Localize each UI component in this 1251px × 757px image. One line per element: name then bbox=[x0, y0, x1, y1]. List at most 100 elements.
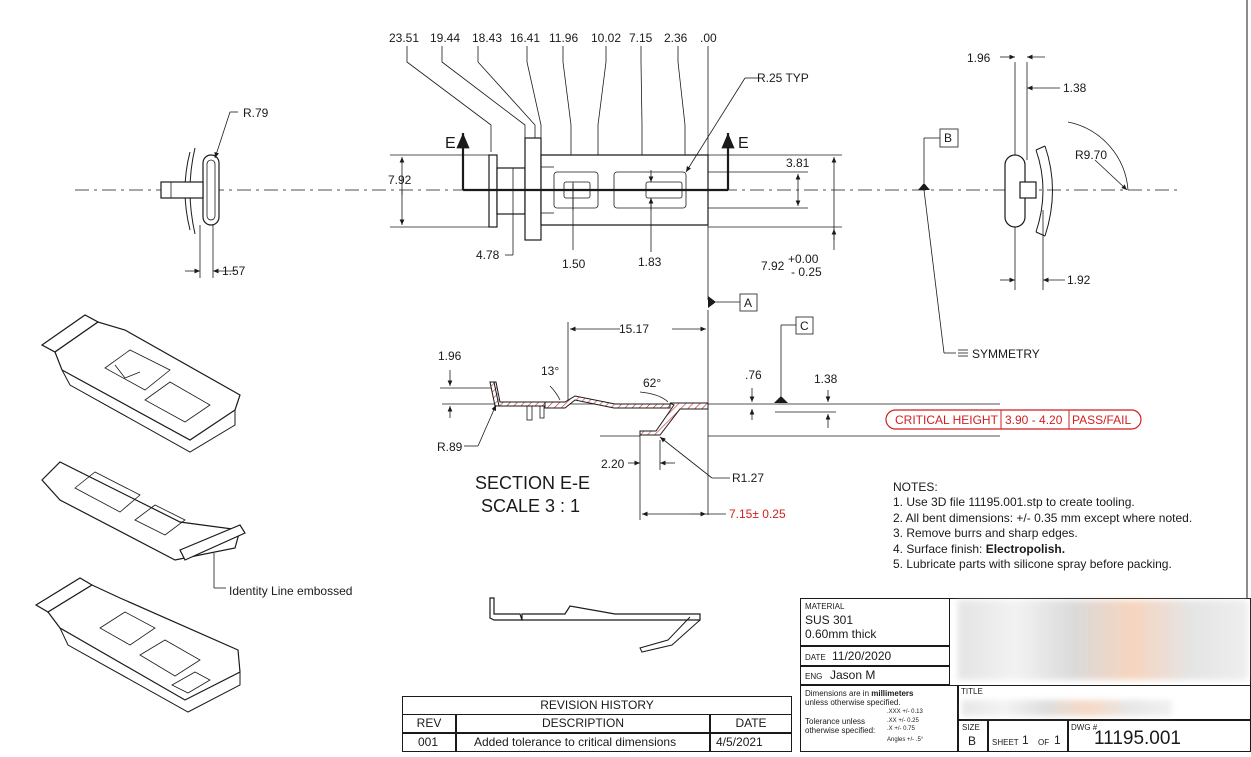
tol-plus: +0.00 bbox=[788, 252, 819, 266]
redacted-company-logo bbox=[958, 600, 1248, 680]
r89-label: R.89 bbox=[437, 440, 463, 454]
top-dim: 23.51 bbox=[389, 31, 419, 45]
identity-line-label: Identity Line embossed bbox=[229, 584, 352, 598]
isometric-view-top bbox=[40, 314, 241, 453]
datum-a: A bbox=[744, 296, 752, 310]
symmetry-label: SYMMETRY bbox=[972, 347, 1040, 361]
note-item: 5. Lubricate parts with silicone spray b… bbox=[893, 557, 1172, 571]
r25-label: R.25 TYP bbox=[757, 71, 809, 85]
note-item: 4. Surface finish: Electropolish. bbox=[893, 542, 1065, 556]
redacted-title bbox=[962, 700, 1172, 716]
top-dim: 10.02 bbox=[591, 31, 621, 45]
critical-height-callout bbox=[885, 409, 1142, 430]
critical-pass-fail: PASS/FAIL bbox=[1072, 413, 1131, 427]
material-value: SUS 301 bbox=[805, 613, 854, 627]
datum-b-box bbox=[939, 128, 959, 148]
section-marker-left: E bbox=[445, 135, 456, 152]
top-dim: 19.44 bbox=[430, 31, 460, 45]
dwg-label: DWG # bbox=[1071, 723, 1098, 732]
r127-label: R1.27 bbox=[732, 471, 764, 485]
date-cell bbox=[800, 646, 950, 666]
angle-62: 62° bbox=[643, 376, 661, 390]
material-cell bbox=[800, 598, 950, 646]
isometric-view-middle bbox=[41, 461, 246, 589]
dim-1-38-right: 1.38 bbox=[1063, 81, 1087, 95]
dwg-number: 11195.001 bbox=[1094, 728, 1181, 749]
dim-7-15-tolerance: 7.15± 0.25 bbox=[729, 507, 786, 521]
units-text: Dimensions are in millimeters bbox=[805, 689, 914, 698]
r970-label: R9.70 bbox=[1075, 148, 1107, 162]
section-title: SECTION E-E bbox=[475, 473, 590, 493]
thickness-value: 0.60mm thick bbox=[805, 627, 877, 641]
dim-1-50: 1.50 bbox=[562, 257, 586, 271]
rev-cell: 001 bbox=[418, 735, 439, 749]
section-e-e bbox=[440, 310, 1000, 520]
tolerance-label: Tolerance unless otherwise specified: bbox=[805, 717, 876, 735]
note-item: 1. Use 3D file 11195.001.stp to create t… bbox=[893, 495, 1135, 509]
rev-header-date bbox=[710, 714, 792, 733]
units-line2: unless otherwise specified. bbox=[805, 698, 901, 707]
dim-7-92-right: 7.92 bbox=[761, 259, 785, 273]
top-dim: 11.96 bbox=[549, 31, 578, 45]
top-dim: 2.36 bbox=[664, 31, 688, 45]
dim-2-20: 2.20 bbox=[601, 457, 625, 471]
of-label: OF bbox=[1038, 738, 1050, 747]
critical-range: 3.90 - 4.20 bbox=[1005, 413, 1063, 427]
notes-block: NOTES: 1. Use 3D file 11195.001.stp to c… bbox=[893, 480, 1192, 571]
dwg-cell bbox=[1068, 720, 1251, 752]
r79-label: R.79 bbox=[243, 106, 269, 120]
right-end-view bbox=[918, 54, 1129, 357]
rev-col-header: REV bbox=[416, 716, 442, 730]
top-dim: .00 bbox=[700, 31, 717, 45]
of-value: 1 bbox=[1054, 733, 1061, 747]
isometric-view-bottom bbox=[34, 577, 241, 713]
datum-c: C bbox=[800, 319, 809, 333]
dim-1-96-section: 1.96 bbox=[438, 349, 462, 363]
eng-value: Jason M bbox=[830, 668, 876, 682]
tol-minus: - 0.25 bbox=[791, 265, 822, 279]
top-dimension-row: 23.51 19.44 18.43 16.41 11.96 10.02 7.15… bbox=[389, 31, 717, 45]
tol-xx: .XX +/- 0.25 bbox=[887, 718, 919, 724]
rev-col-header: DESCRIPTION bbox=[541, 716, 624, 730]
rev-cell: Added tolerance to critical dimensions bbox=[474, 735, 677, 749]
note-item: 2. All bent dimensions: +/- 0.35 mm exce… bbox=[893, 511, 1192, 525]
rev-col-header: DATE bbox=[735, 716, 767, 730]
material-label: MATERIAL bbox=[805, 602, 845, 611]
critical-label: CRITICAL HEIGHT bbox=[895, 413, 999, 427]
units-line: Dimensions are in bbox=[805, 689, 872, 698]
tol-xxx: .XXX +/- 0.13 bbox=[887, 709, 923, 715]
angle-13: 13° bbox=[541, 364, 559, 378]
date-label: DATE bbox=[805, 653, 826, 662]
dim-1-92: 1.92 bbox=[1067, 273, 1091, 287]
note-item-text: 4. Surface finish: bbox=[893, 542, 986, 556]
dim-1-57: 1.57 bbox=[222, 264, 246, 278]
date-value: 11/20/2020 bbox=[832, 649, 892, 663]
rev-header-desc bbox=[456, 714, 710, 733]
tol-angles: Angles +/- .5° bbox=[887, 737, 924, 743]
top-view bbox=[390, 46, 842, 308]
top-dim: 16.41 bbox=[510, 31, 540, 45]
sheet-cell bbox=[988, 720, 1068, 752]
tol-x: .X +/- 0.75 bbox=[887, 726, 915, 732]
dim-1-83: 1.83 bbox=[638, 255, 662, 269]
datum-c-box bbox=[795, 316, 814, 335]
eng-label: ENG bbox=[805, 672, 823, 681]
rev-cell: 4/5/2021 bbox=[716, 735, 763, 749]
section-scale: SCALE 3 : 1 bbox=[481, 496, 580, 516]
dim-4-78: 4.78 bbox=[476, 248, 500, 262]
rev-header-rev bbox=[402, 714, 456, 733]
title-label: TITLE bbox=[961, 687, 983, 696]
dim-15-17: 15.17 bbox=[619, 322, 649, 336]
dim-1-38-section: 1.38 bbox=[814, 372, 838, 386]
sheet-label: SHEET bbox=[992, 738, 1019, 747]
size-value: B bbox=[968, 734, 977, 748]
dim-1-96-right: 1.96 bbox=[967, 51, 991, 65]
units-bold: millimeters bbox=[871, 689, 914, 698]
dim-0-76: .76 bbox=[745, 368, 762, 382]
note-item: 3. Remove burrs and sharp edges. bbox=[893, 526, 1078, 540]
left-end-view bbox=[160, 111, 238, 278]
size-label: SIZE bbox=[962, 723, 980, 732]
bottom-side-view bbox=[489, 597, 701, 653]
